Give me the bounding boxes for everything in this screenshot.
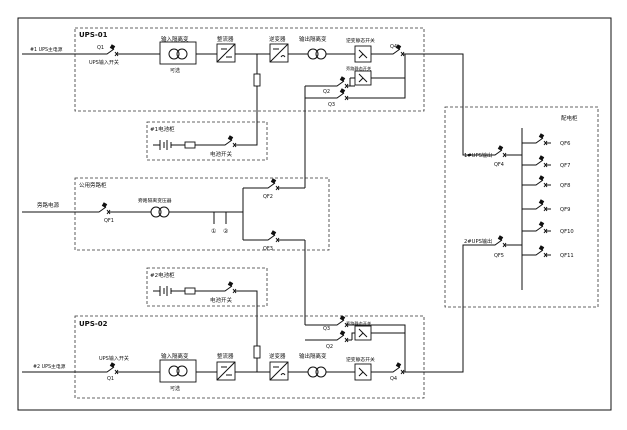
bypass-qf2-switch[interactable]	[264, 177, 284, 191]
ups1-q4-label: Q4	[390, 44, 397, 50]
bypass-marker-1: ①	[211, 228, 216, 235]
ups1-input-switch-label: UPS输入开关	[89, 59, 119, 66]
dist-feeder-switch[interactable]	[532, 198, 552, 212]
dist-feeder-qf11: QF11	[522, 244, 574, 259]
dist-qf4-switch[interactable]	[491, 144, 511, 158]
ups2-q3-label: Q3	[323, 326, 330, 332]
distribution-cabinet: 配电柜 1#UPS输出 QF4 2#UPS输出 QF5 QF6QF7QF8QF9…	[444, 106, 599, 308]
ups1-inverter-label: 逆变器	[269, 35, 286, 43]
ups1-q1-label: Q1	[97, 45, 104, 51]
dist-feeder-label: QF9	[560, 207, 570, 213]
dist-feeder-qf10: QF10	[522, 220, 574, 235]
outer-frame	[17, 17, 612, 411]
dist-out1-label: 1#UPS输出	[464, 151, 492, 159]
battery1-switch-label: 电池开关	[210, 150, 233, 158]
dist-feeder-label: QF8	[560, 183, 570, 189]
ups2-q1-label: Q1	[107, 376, 114, 382]
ups1-input-isolation-transformer	[159, 41, 197, 65]
ups1-q3-switch[interactable]	[333, 87, 353, 101]
common-bypass-cabinet: 公用旁路柜 旁路电源 QF1 旁路隔离变压器 ① ② QF2 QF3	[22, 177, 330, 252]
dist-feeder-label: QF6	[560, 141, 570, 147]
dist-feeder-label: QF11	[560, 253, 574, 259]
ups2-output-isolation-label: 输出隔离变	[299, 352, 327, 360]
bypass-transformer	[150, 206, 162, 218]
dist-feeder-switch[interactable]	[532, 244, 552, 258]
dist-feeder-qf6: QF6	[522, 132, 570, 147]
ups1-rectifier-label: 整流器	[217, 35, 234, 43]
ups1-bypass-static-label: 旁路静态开关	[346, 65, 371, 72]
dist-qf4-label: QF4	[494, 162, 504, 168]
battery2-switch-label: 电池开关	[210, 296, 233, 304]
ups1-q2-switch[interactable]	[333, 75, 353, 89]
ups1-optional-label: 可选	[170, 67, 180, 74]
bypass-title: 公用旁路柜	[79, 181, 107, 189]
bypass-qf1-switch[interactable]	[95, 201, 115, 215]
ups1-q3-label: Q3	[328, 102, 335, 108]
ups2-q4-label: Q4	[390, 376, 397, 382]
dist-qf5-switch[interactable]	[491, 234, 511, 248]
ups2-output-feeder	[424, 244, 492, 373]
ups1-input-isolation-label: 输入隔离变	[161, 35, 189, 43]
dist-feeder-qf9: QF9	[522, 198, 570, 213]
ups1-main-source-label: #1 UPS主电源	[30, 46, 63, 53]
ups2-main-source-label: #2 UPS主电源	[33, 363, 66, 370]
ups2-input-switch-label: UPS输入开关	[99, 355, 129, 362]
dist-feeder-switch[interactable]	[532, 132, 552, 146]
ups2-q1-switch[interactable]	[103, 361, 123, 375]
ups1-output-feeder	[410, 53, 492, 156]
bypass-marker-2: ②	[223, 228, 229, 235]
ups2-optional-label: 可选	[170, 385, 180, 392]
dist-feeder-switch[interactable]	[532, 174, 552, 188]
ups1-q2-label: Q2	[323, 89, 330, 95]
ups2-title: UPS-02	[79, 320, 108, 328]
battery1-title: #1电池柜	[150, 125, 175, 133]
ups1-cabinet: UPS-01 #1 UPS主电源 Q1 UPS输入开关 输入隔离变 可选 整流器…	[22, 27, 425, 112]
battery1-cabinet: #1电池柜 电池开关	[146, 54, 268, 161]
ups2-q2-label: Q2	[326, 344, 333, 350]
bypass-transformer-label: 旁路隔离变压器	[138, 197, 172, 204]
ups2-q2-switch[interactable]	[333, 329, 353, 343]
ups1-q1-switch[interactable]	[103, 43, 123, 57]
battery2-title: #2电池柜	[150, 271, 175, 279]
dist-feeder-switch[interactable]	[532, 220, 552, 234]
dist-feeder-qf8: QF8	[522, 174, 570, 189]
ups2-bypass-static-label: 旁路静态开关	[346, 320, 371, 327]
dist-feeder-label: QF7	[560, 163, 570, 169]
dist-qf5-label: QF5	[494, 253, 504, 259]
ups1-output-isolation-transformer	[307, 48, 319, 60]
ups2-input-isolation-label: 输入隔离变	[161, 352, 189, 360]
dist-feeder-label: QF10	[560, 229, 574, 235]
bypass-qf2-label: QF2	[263, 194, 273, 200]
battery2-switch[interactable]	[221, 280, 241, 294]
ups2-inverter-static-label: 逆变静态开关	[346, 356, 375, 363]
dist-feeder-qf7: QF7	[522, 154, 570, 169]
ups2-dc-fuse	[253, 345, 261, 359]
ups2-rectifier-label: 整流器	[217, 352, 234, 360]
ups2-output-isolation-transformer	[307, 366, 319, 378]
ups1-output-isolation-label: 输出隔离变	[299, 35, 327, 43]
battery1-switch[interactable]	[221, 134, 241, 148]
ups2-input-isolation-transformer	[159, 359, 197, 383]
ups2-inverter-label: 逆变器	[269, 352, 286, 360]
bypass-source-label: 旁路电源	[37, 201, 60, 209]
battery2-cabinet: #2电池柜 电池开关	[146, 267, 268, 372]
dist-feeder-switch[interactable]	[532, 154, 552, 168]
ups2-cabinet: UPS-02 #2 UPS主电源 UPS输入开关 Q1 输入隔离变 可选 整流器…	[22, 314, 425, 399]
ups1-dc-fuse	[253, 73, 261, 87]
ups1-inverter-static-label: 逆变静态开关	[346, 37, 375, 44]
bypass-qf3-switch[interactable]	[264, 229, 284, 243]
bypass-qf1-label: QF1	[104, 218, 114, 224]
dist-title: 配电柜	[561, 114, 578, 122]
dist-out2-label: 2#UPS输出	[464, 237, 492, 245]
ups1-title: UPS-01	[79, 31, 108, 39]
bypass-qf3-label: QF3	[263, 246, 273, 252]
